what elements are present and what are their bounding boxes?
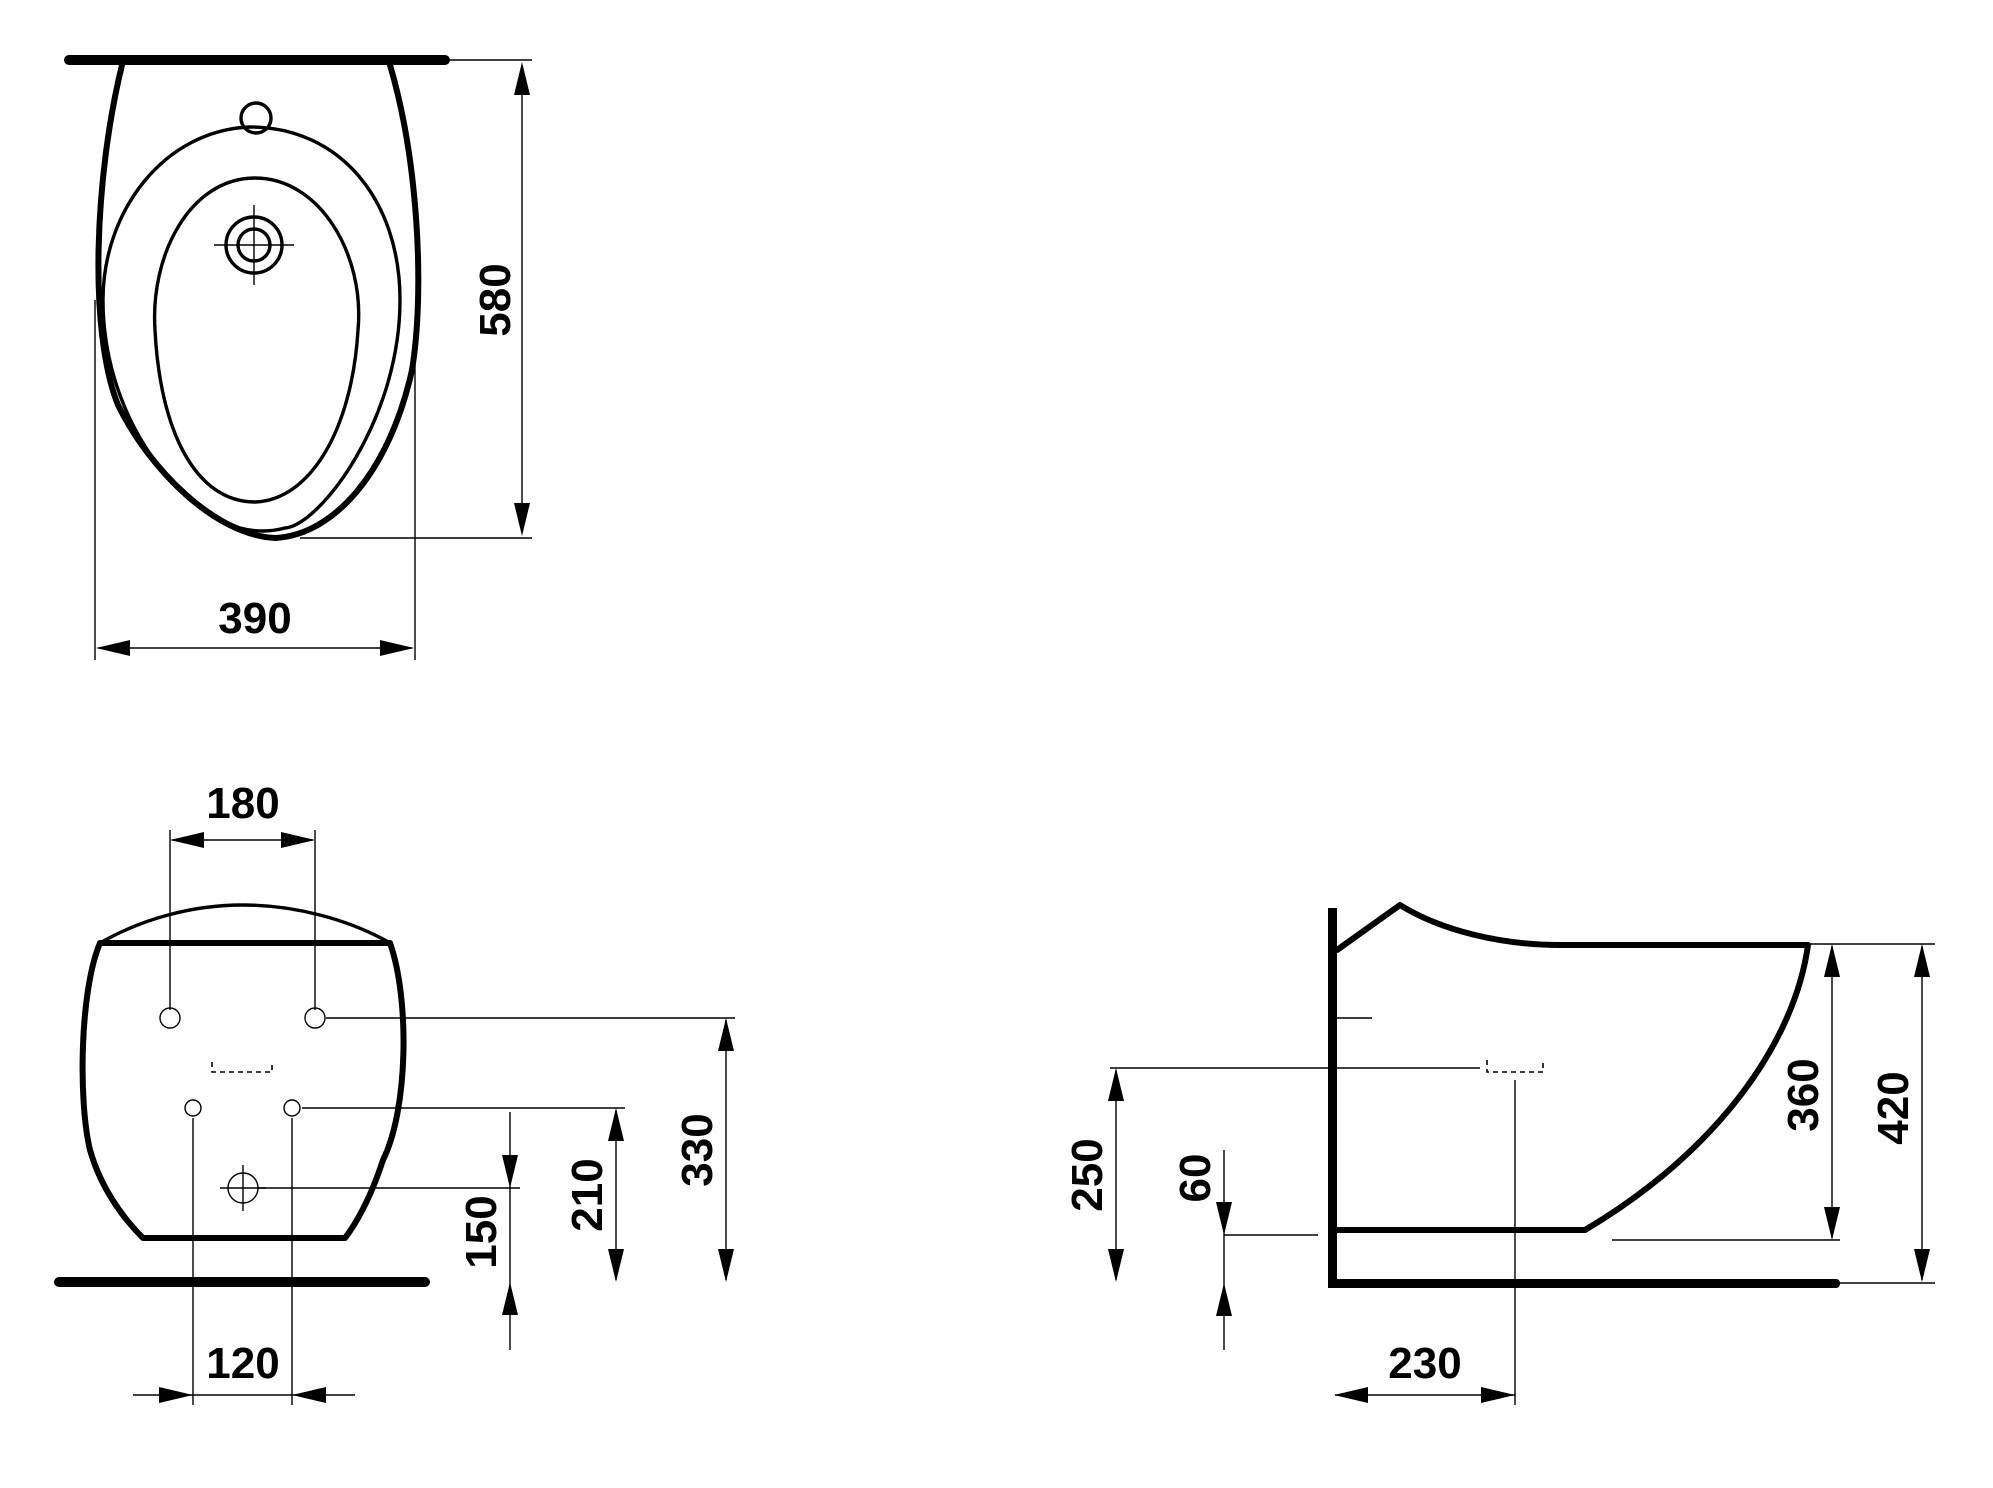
front-top-arc [98,903,392,945]
dim-180-arrow-left [170,832,204,848]
dim-210-arrow-top [608,1108,624,1141]
side-floor-line [1328,1279,1840,1288]
dim-60-label: 60 [1171,1154,1220,1203]
dim-210-label: 210 [563,1158,612,1231]
dim-420-arrow-bottom [1914,1249,1930,1282]
dim-360-arrow-top [1824,944,1840,977]
lower-hole-right-icon [283,1099,301,1117]
fixing-hole-right-icon [304,1007,326,1029]
side-body-outline [1334,902,1811,1233]
dim-60-arrow-top [1216,1202,1232,1235]
tap-hole-icon [239,101,273,135]
dim-230-arrow-right [1481,1387,1515,1403]
dim-150-arrow-top [502,1155,518,1188]
dim-150-label: 150 [457,1195,506,1268]
front-view: 180 120 150 210 330 [54,779,735,1405]
dim-230-label: 230 [1388,1339,1461,1388]
dim-330-label: 330 [673,1113,722,1186]
supply-connector-icon [211,1062,273,1073]
dim-420-label: 420 [1869,1071,1918,1144]
dim-390-label: 390 [218,594,291,643]
dim-180-label: 180 [206,779,279,828]
dim-390-arrow-left [96,640,130,656]
front-floor-line [54,1277,430,1287]
top-view: 580 390 [64,55,532,660]
front-body-outline [79,940,407,1241]
fixing-hole-left-icon [159,1007,181,1029]
dim-180-arrow-right [281,832,315,848]
dim-580-arrow-top [514,62,530,95]
bidet-inner-bowl [152,176,361,504]
dim-330-arrow-top [718,1018,734,1051]
dim-580-arrow-bottom [514,503,530,536]
dim-120-arrow-left [159,1387,193,1403]
dim-120-label: 120 [206,1339,279,1388]
dim-150-arrow-bottom [502,1282,518,1315]
dim-60-arrow-bottom [1216,1283,1232,1316]
dim-210-arrow-bottom [608,1249,624,1282]
dim-330-arrow-bottom [718,1249,734,1282]
side-view: 250 60 230 360 420 [1063,902,1935,1405]
dim-230-arrow-left [1334,1387,1368,1403]
dim-360-label: 360 [1779,1058,1828,1131]
dim-250-arrow-top [1108,1068,1124,1101]
dim-250-arrow-bottom [1108,1249,1124,1282]
dim-120-arrow-right [292,1387,326,1403]
dim-250-label: 250 [1063,1138,1112,1211]
lower-hole-left-icon [184,1099,202,1117]
top-view-wall-line [64,55,450,65]
dim-420-arrow-top [1914,944,1930,977]
dim-360-arrow-bottom [1824,1207,1840,1240]
bidet-outer-rim [95,62,422,541]
side-supply-connector-icon [1486,1060,1544,1073]
bidet-deck-contour [101,125,402,533]
side-wall-line [1328,908,1337,1288]
dim-580-label: 580 [471,263,520,336]
dim-390-arrow-right [380,640,414,656]
